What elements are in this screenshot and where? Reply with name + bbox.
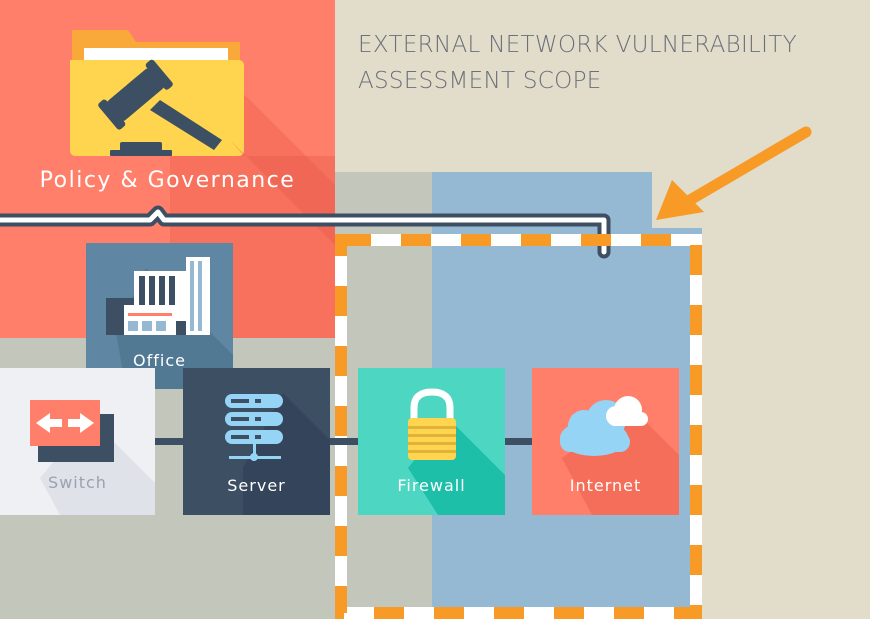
switch-label: Switch [48, 473, 107, 492]
office-label: Office [133, 351, 186, 370]
link-firewall-internet [503, 438, 535, 445]
office-node: Office [86, 243, 233, 389]
policy-governance-label: Policy & Governance [39, 168, 296, 193]
firewall-label: Firewall [397, 476, 466, 495]
page-title-line-2: ASSESSMENT SCOPE [358, 68, 602, 94]
server-node: Server [183, 368, 330, 515]
padlock-icon [408, 388, 505, 515]
internet-node: Internet [532, 368, 679, 515]
server-label: Server [227, 476, 286, 495]
switch-arrows-icon [30, 400, 155, 515]
cloud-icon [560, 396, 679, 515]
internet-label: Internet [569, 476, 642, 495]
switch-node: Switch [0, 368, 155, 515]
server-stack-icon [225, 393, 330, 515]
link-server-firewall [328, 438, 360, 445]
page-title-line-1: EXTERNAL NETWORK VULNERABILITY [358, 32, 797, 58]
link-switch-server [150, 438, 190, 445]
office-building-icon [106, 257, 233, 389]
firewall-node: Firewall [358, 368, 505, 515]
